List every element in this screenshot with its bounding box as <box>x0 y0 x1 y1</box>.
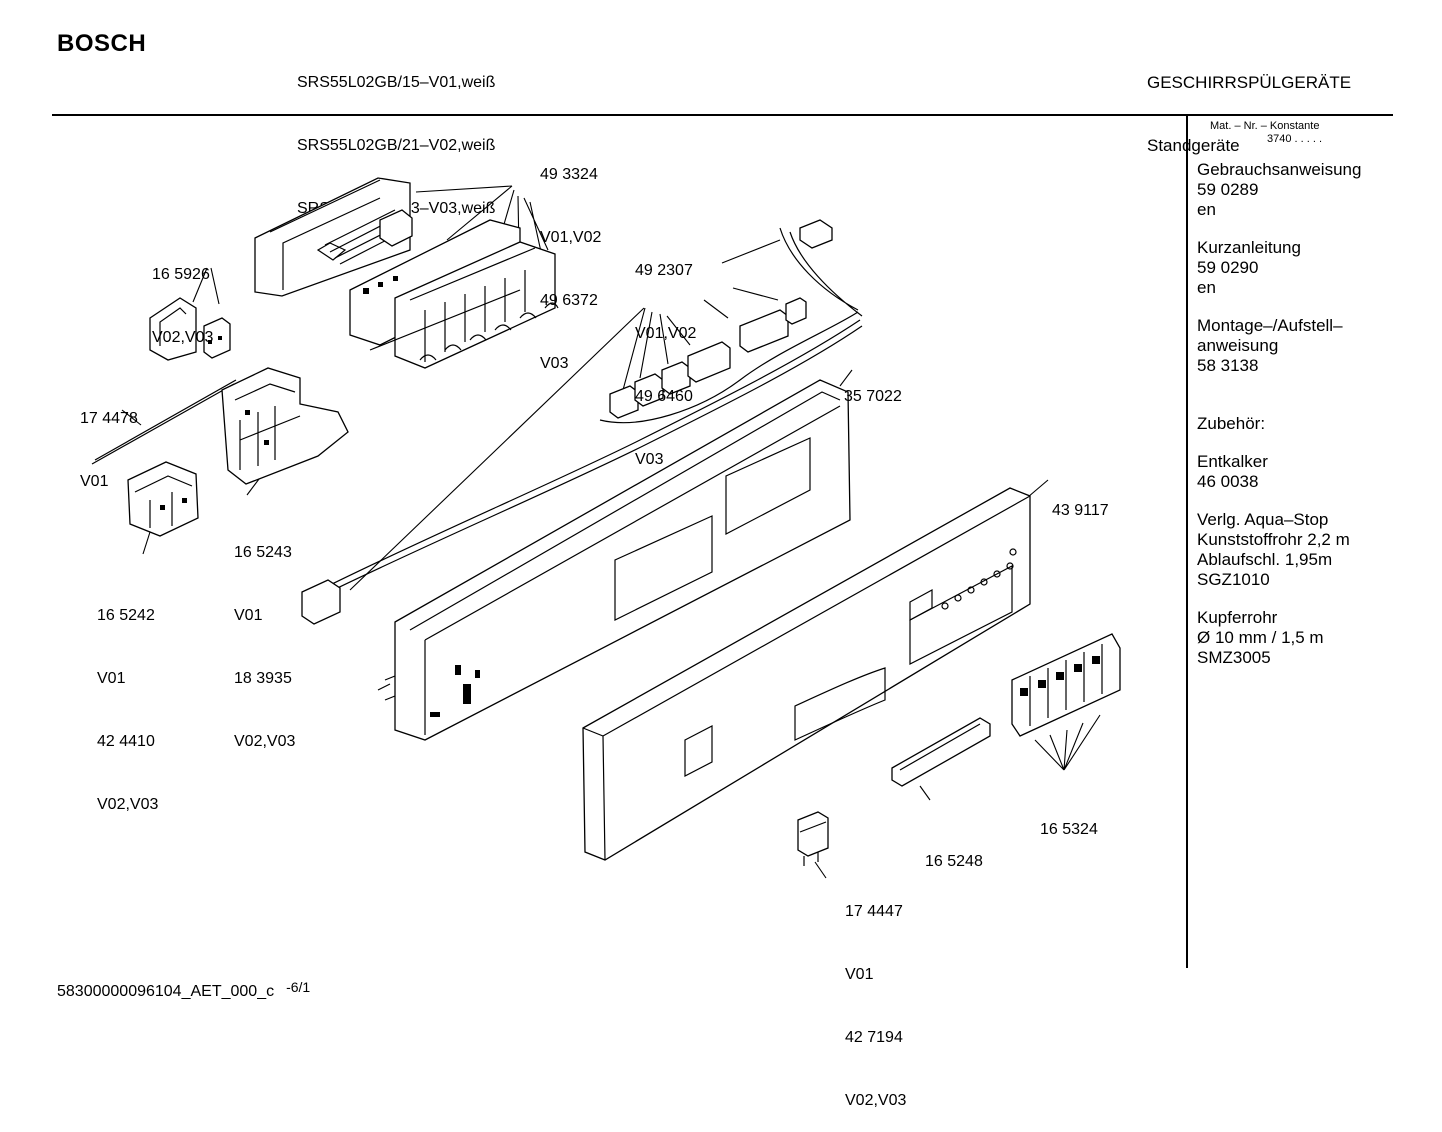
sidebar-line: SMZ3005 <box>1197 648 1271 667</box>
control-module-drawing <box>254 177 559 369</box>
part-number: 17 4447 <box>845 903 903 920</box>
part-label-165324: 16 5324 <box>1040 777 1098 861</box>
sidebar-line: Montage–/Aufstell– <box>1197 316 1343 335</box>
sidebar-section-copperpipe: Kupferrohr Ø 10 mm / 1,5 m SMZ3005 <box>1197 608 1392 668</box>
switch-block-drawing <box>127 461 199 537</box>
part-label-357022: 35 7022 <box>844 344 902 428</box>
part-label-439117: 43 9117 <box>1052 458 1109 542</box>
part-number: 16 5243 <box>234 544 292 561</box>
part-number: 43 9117 <box>1052 502 1109 519</box>
sidebar-line: SGZ1010 <box>1197 570 1270 589</box>
material-value: 3740 . . . . . <box>1267 133 1323 145</box>
part-label-165248: 16 5248 <box>925 809 983 893</box>
cable-harness-drawing <box>301 219 863 625</box>
sidebar-line: 59 0289 <box>1197 180 1259 199</box>
part-number: 16 5324 <box>1040 821 1098 838</box>
part-number: 16 5242 <box>97 607 155 624</box>
part-variant: V01 <box>80 473 109 490</box>
sidebar-line: Kupferrohr <box>1197 608 1278 627</box>
part-number: 49 3324 <box>540 166 598 183</box>
category-block: GESCHIRRSPÜLGERÄTE Standgeräte <box>1147 30 1351 177</box>
sidebar-line: Ø 10 mm / 1,5 m <box>1197 628 1324 647</box>
sheet-number: -6/1 <box>286 979 311 995</box>
part-label-165926: 16 5926 V02,V03 <box>152 222 213 369</box>
bracket-part-drawing <box>149 297 231 361</box>
part-variant: V01 <box>234 607 263 624</box>
inner-frame-drawing <box>377 379 851 741</box>
model-line: SRS55L02GB/21–V02,weiß <box>297 137 496 154</box>
sidebar-section-installation: Montage–/Aufstell– anweisung 58 3138 <box>1197 316 1392 376</box>
sidebar-line: Gebrauchsanweisung <box>1197 160 1362 179</box>
part-label-493324: 49 3324 V01,V02 49 6372 V03 <box>540 122 601 395</box>
clip-part-drawing <box>797 811 829 866</box>
part-variant: V01 <box>845 966 874 983</box>
sidebar-line: Verlg. Aqua–Stop <box>1197 510 1329 529</box>
housing-drawing <box>221 367 349 485</box>
part-number: 42 7194 <box>845 1029 903 1046</box>
part-number: 16 5248 <box>925 853 983 870</box>
sidebar-section-descaler: Entkalker 46 0038 <box>1197 452 1392 492</box>
part-number: 49 2307 <box>635 262 693 279</box>
sidebar-line: en <box>1197 200 1216 219</box>
part-number: 16 5926 <box>152 266 210 283</box>
part-variant: V01,V02 <box>635 325 697 342</box>
part-number: 35 7022 <box>844 388 902 405</box>
part-variant: V02,V03 <box>97 796 159 813</box>
rod-drawing <box>91 379 237 465</box>
part-label-174447: 17 4447 V01 42 7194 V02,V03 <box>845 859 906 1132</box>
sidebar-line: 58 3138 <box>1197 356 1259 375</box>
sidebar: Mat. – Nr. – Konstante 3740 . . . . . Ge… <box>1197 120 1392 668</box>
sidebar-section-manual: Gebrauchsanweisung 59 0289 en <box>1197 160 1392 220</box>
part-number: 49 6460 <box>635 388 693 405</box>
category-subtitle: Standgeräte <box>1147 136 1240 155</box>
sidebar-section-quickguide: Kurzanleitung 59 0290 en <box>1197 238 1392 298</box>
part-variant: V01,V02 <box>540 229 602 246</box>
handle-strip-drawing <box>891 717 991 787</box>
material-label: Mat. – Nr. – Konstante <box>1210 120 1320 132</box>
material-constant: Mat. – Nr. – Konstante 3740 . . . . . <box>1210 120 1392 146</box>
part-label-165242: 16 5242 V01 42 4410 V02,V03 <box>97 563 158 836</box>
front-fascia-drawing <box>582 487 1031 861</box>
part-variant: V01 <box>97 670 126 687</box>
part-number: 49 6372 <box>540 292 598 309</box>
part-number: 17 4478 <box>80 410 138 427</box>
part-variant: V02,V03 <box>845 1092 907 1109</box>
sidebar-line: Kurzanleitung <box>1197 238 1301 257</box>
sidebar-line: Ablaufschl. 1,95m <box>1197 550 1333 569</box>
document-id: 58300000096104_AET_000_c <box>57 983 275 1000</box>
sidebar-section-accessories: Zubehör: <box>1197 414 1392 434</box>
part-number: 18 3935 <box>234 670 292 687</box>
sidebar-divider <box>1186 116 1188 968</box>
part-number: 42 4410 <box>97 733 155 750</box>
header-divider <box>52 114 1393 116</box>
footer: 58300000096104_AET_000_c -6/1 <box>57 979 310 1001</box>
button-strip-drawing <box>1011 633 1121 737</box>
sidebar-section-aquastop: Verlg. Aqua–Stop Kunststoffrohr 2,2 m Ab… <box>1197 510 1392 590</box>
part-variant: V02,V03 <box>234 733 296 750</box>
part-label-165243: 16 5243 V01 18 3935 V02,V03 <box>234 500 295 773</box>
leader-lines <box>121 185 1101 879</box>
part-variant: V03 <box>635 451 664 468</box>
sidebar-line: Kunststoffrohr 2,2 m <box>1197 530 1350 549</box>
sidebar-line: 59 0290 <box>1197 258 1259 277</box>
part-label-174478: 17 4478 V01 <box>80 366 138 513</box>
sidebar-line: anweisung <box>1197 336 1279 355</box>
part-label-492307: 49 2307 V01,V02 49 6460 V03 <box>635 218 696 491</box>
part-variant: V03 <box>540 355 569 372</box>
exploded-parts-drawing <box>91 177 1121 879</box>
model-line: SRS55L02GB/15–V01,weiß <box>297 74 496 91</box>
sidebar-line: 46 0038 <box>1197 472 1259 491</box>
sidebar-line: Zubehör: <box>1197 414 1266 433</box>
category-title: GESCHIRRSPÜLGERÄTE <box>1147 73 1352 92</box>
part-variant: V02,V03 <box>152 329 214 346</box>
sidebar-line: Entkalker <box>1197 452 1268 471</box>
sidebar-line: en <box>1197 278 1216 297</box>
brand-logo: BOSCH <box>57 30 147 57</box>
